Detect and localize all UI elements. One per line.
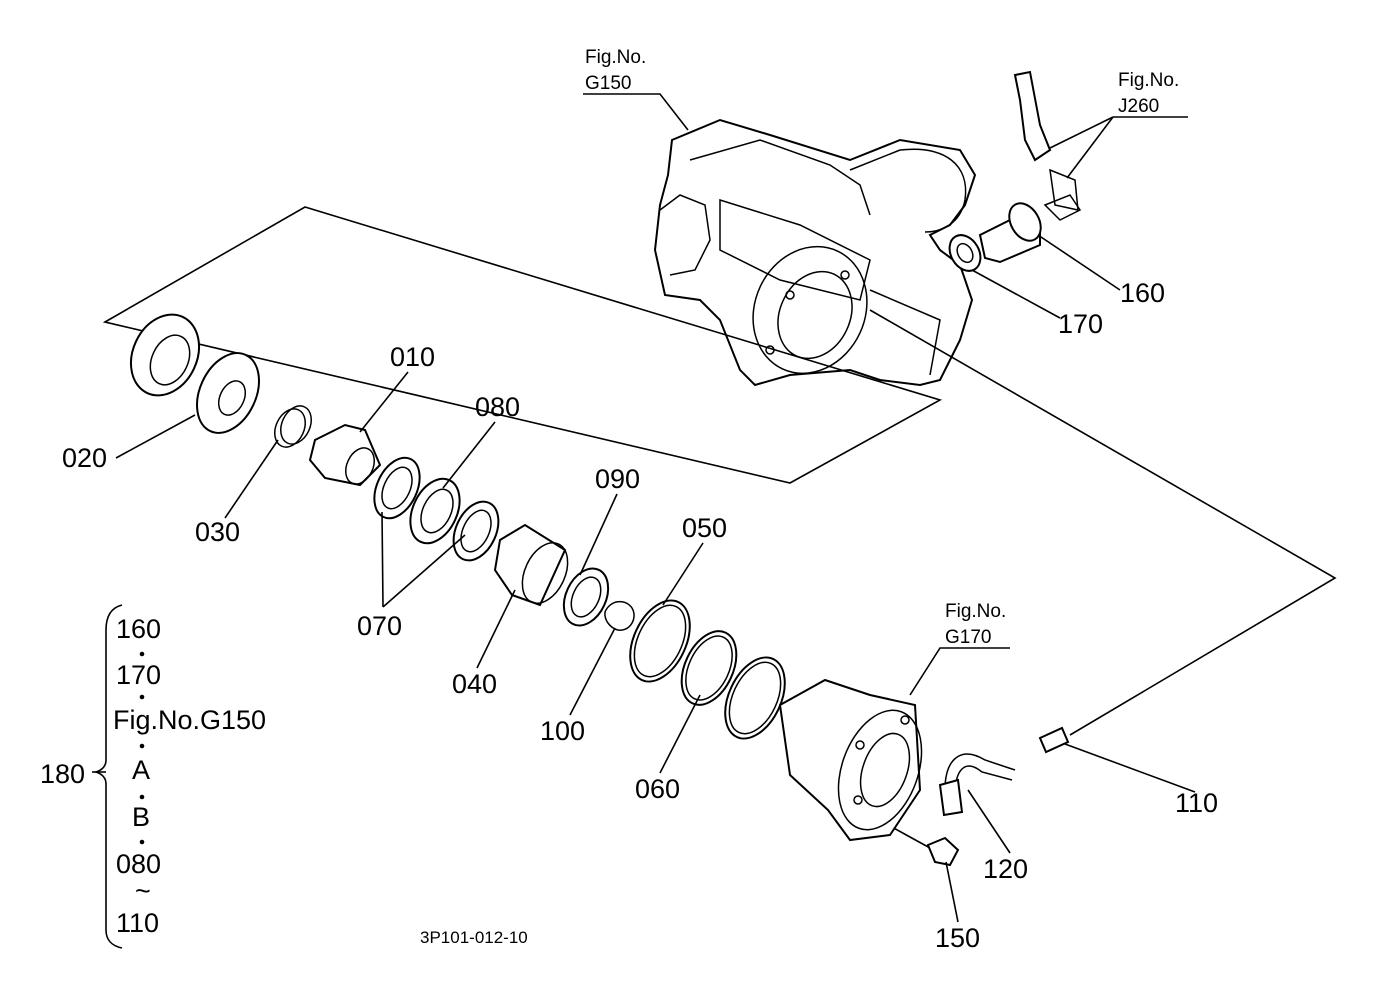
transmission-housing [653,118,977,387]
assembly-item-1: 160 [116,614,161,644]
fig-ref-g150-line1: Fig.No. [585,47,646,68]
assembly-set-number: 180 [40,759,85,789]
label-090: 090 [595,464,640,494]
fig-ref-g150-line2: G150 [585,73,631,94]
assembly-outline [102,206,943,484]
part-160-fitting [978,194,1082,264]
part-070-washer-b [452,500,500,562]
label-060: 060 [635,774,680,804]
part-gasket [724,656,786,740]
assembly-item-4: A [132,755,150,785]
cylinder-body-g170 [778,678,923,842]
label-070: 070 [357,611,402,641]
label-110: 110 [1175,788,1218,818]
label-010: 010 [390,342,435,372]
part-100-clip [604,600,635,631]
label-160: 160 [1120,278,1165,308]
part-020-nut [196,352,260,434]
label-050: 050 [682,513,727,543]
fig-ref-g170-line2: G170 [945,627,991,648]
part-110-fitting [1038,726,1070,754]
part-060-oring [680,630,738,706]
assembly-item-5: B [132,802,150,832]
assembly-set-bracket [92,604,145,949]
part-020-bearing [129,313,201,397]
label-040: 040 [452,669,497,699]
part-090-ring [562,567,610,627]
assembly-item-2: 170 [116,660,161,690]
fig-ref-j260-line2: J260 [1118,96,1159,117]
part-040-sleeve [493,523,569,607]
label-150: 150 [935,923,980,953]
assembly-range-mark: ~ [135,876,151,906]
assembly-item-3: Fig.No.G150 [113,705,266,735]
label-120: 120 [983,854,1028,884]
label-100: 100 [540,716,585,746]
assembly-item-6: 080 [116,849,161,879]
label-080: 080 [475,392,520,422]
label-030: 030 [195,517,240,547]
part-070-washer-a [373,456,421,520]
part-010-hub [308,423,382,487]
fig-ref-g170-line1: Fig.No. [945,601,1006,622]
part-150-elbow [926,836,960,867]
guide-line-long [869,309,1337,736]
j260-sensor [1013,70,1079,211]
part-120-hose [938,753,1016,817]
label-170: 170 [1058,309,1103,339]
assembly-range-end: 110 [116,908,159,938]
label-020: 020 [62,443,107,473]
part-050-oring [629,599,691,683]
part-030-spring [274,405,312,448]
part-170-seal [948,234,982,272]
fig-ref-j260-line1: Fig.No. [1118,70,1179,91]
drawing-code: 3P101-012-10 [420,928,528,947]
